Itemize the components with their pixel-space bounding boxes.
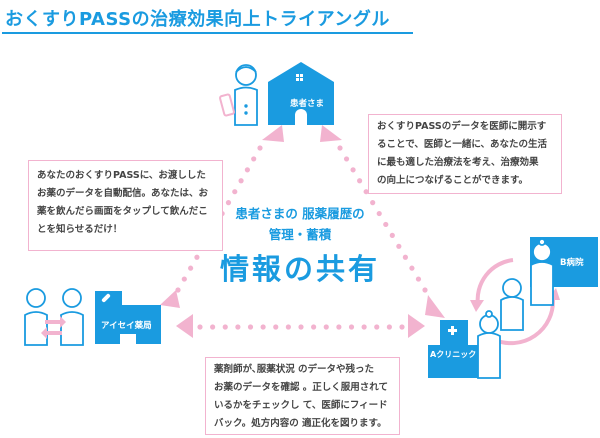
- dot: [210, 324, 216, 330]
- dot: [260, 324, 266, 330]
- clinic-doctor-icon: [477, 310, 501, 379]
- dot: [402, 254, 408, 260]
- dot: [273, 324, 279, 330]
- box-line: あなたのおくすりPASSに、お渡しした: [37, 170, 206, 181]
- patient-person-icon: [234, 64, 258, 126]
- dot: [323, 324, 329, 330]
- hospital-patient-icon: [500, 278, 524, 331]
- dot: [235, 324, 241, 330]
- dotted-line-bottom: [197, 324, 405, 330]
- dot: [422, 287, 428, 293]
- patient-house-icon: [268, 62, 334, 125]
- arrow-down-left: [160, 290, 180, 308]
- dot: [399, 324, 405, 330]
- dot: [175, 287, 181, 293]
- box-line: いるかをチェックし て、医師にフィード: [214, 400, 388, 411]
- dot: [181, 276, 187, 282]
- title-underline: [2, 32, 413, 34]
- patient-info-box: あなたのおくすりPASSに、お渡しした お薬のデータを自動配信。あなたは、お 薬…: [28, 160, 223, 251]
- pharmacy-building-icon: [95, 291, 161, 344]
- box-line: に最も適した治療法を考え、治療効果: [377, 157, 539, 168]
- page-title: おくすりPASSの治療効果向上トライアングル: [5, 9, 390, 30]
- dot: [247, 324, 254, 330]
- dot: [389, 232, 395, 238]
- dot: [357, 178, 363, 184]
- dotted-line-right: [337, 145, 428, 293]
- dot: [370, 200, 376, 206]
- dot: [350, 167, 356, 173]
- dot: [311, 324, 317, 330]
- patient-label: 患者さま: [290, 99, 325, 109]
- dot: [396, 243, 402, 249]
- dot: [343, 156, 350, 162]
- dot: [383, 221, 389, 228]
- dot: [244, 167, 250, 173]
- box-line: ることで、医師と一緒に、あなたの生活: [377, 139, 548, 150]
- arrow-right-bottom: [408, 314, 425, 338]
- arrow-up-right: [320, 125, 342, 142]
- exchange-arrows-icon: [41, 316, 66, 339]
- hospital-doctor-icon: [530, 238, 554, 306]
- dot: [194, 254, 200, 260]
- box-line: おくすりPASSのデータを医師に開示す: [377, 121, 547, 132]
- dot: [197, 324, 203, 330]
- dot: [415, 276, 422, 282]
- box-line: お薬のデータを確認 。正しく服用されて: [214, 382, 389, 393]
- pharmacist-icon: [24, 288, 84, 346]
- dot: [225, 200, 232, 206]
- box-line: 薬剤師が､服薬状況 のデータや残った: [214, 364, 375, 375]
- box-line: お薬のデータを自動配信。あなたは、お: [37, 188, 209, 199]
- arrow-up-left: [262, 125, 284, 142]
- dot: [285, 324, 291, 330]
- arrow-left-bottom: [176, 314, 193, 338]
- dot: [376, 210, 382, 217]
- dot: [409, 265, 415, 271]
- clinic-label: Aクリニック: [430, 350, 477, 359]
- dot: [222, 324, 228, 330]
- arrow-down-right: [425, 295, 445, 318]
- center-text-line2: 管理・蓄積: [268, 227, 332, 242]
- dot: [188, 265, 194, 271]
- dot: [348, 324, 355, 330]
- center-text-line1: 患者さまの 服薬履歴の: [235, 206, 365, 221]
- pharmacy-label: アイセイ薬局: [101, 321, 152, 331]
- dot: [298, 324, 304, 330]
- hospital-label: B病院: [560, 258, 584, 268]
- box-line: 薬を飲んだら画面をタップして飲んだこ: [37, 206, 208, 217]
- pill-icon: [101, 293, 111, 303]
- box-line: の向上につなげることができます。: [377, 175, 529, 186]
- box-line: バック。処方内容の 適正化を図ります。: [214, 418, 387, 429]
- dot: [251, 156, 257, 162]
- doctor-info-box: おくすりPASSのデータを医師に開示す ることで、医師と一緒に、あなたの生活 に…: [368, 114, 562, 194]
- dot: [374, 324, 380, 330]
- dot: [363, 189, 369, 195]
- center-heading: 情報の共有: [219, 252, 380, 286]
- dot: [386, 324, 392, 330]
- cycle-arrows-icon: [475, 258, 556, 346]
- dot: [361, 324, 367, 330]
- box-line: とを知らせるだけ！: [37, 224, 123, 235]
- dot: [238, 178, 244, 184]
- dot: [257, 145, 263, 151]
- smartphone-icon: [219, 93, 235, 117]
- pharmacist-info-box: 薬剤師が､服薬状況 のデータや残った お薬のデータを確認 。正しく服用されて い…: [205, 357, 400, 435]
- dot: [337, 145, 343, 151]
- dot: [232, 189, 238, 195]
- dot: [336, 324, 342, 330]
